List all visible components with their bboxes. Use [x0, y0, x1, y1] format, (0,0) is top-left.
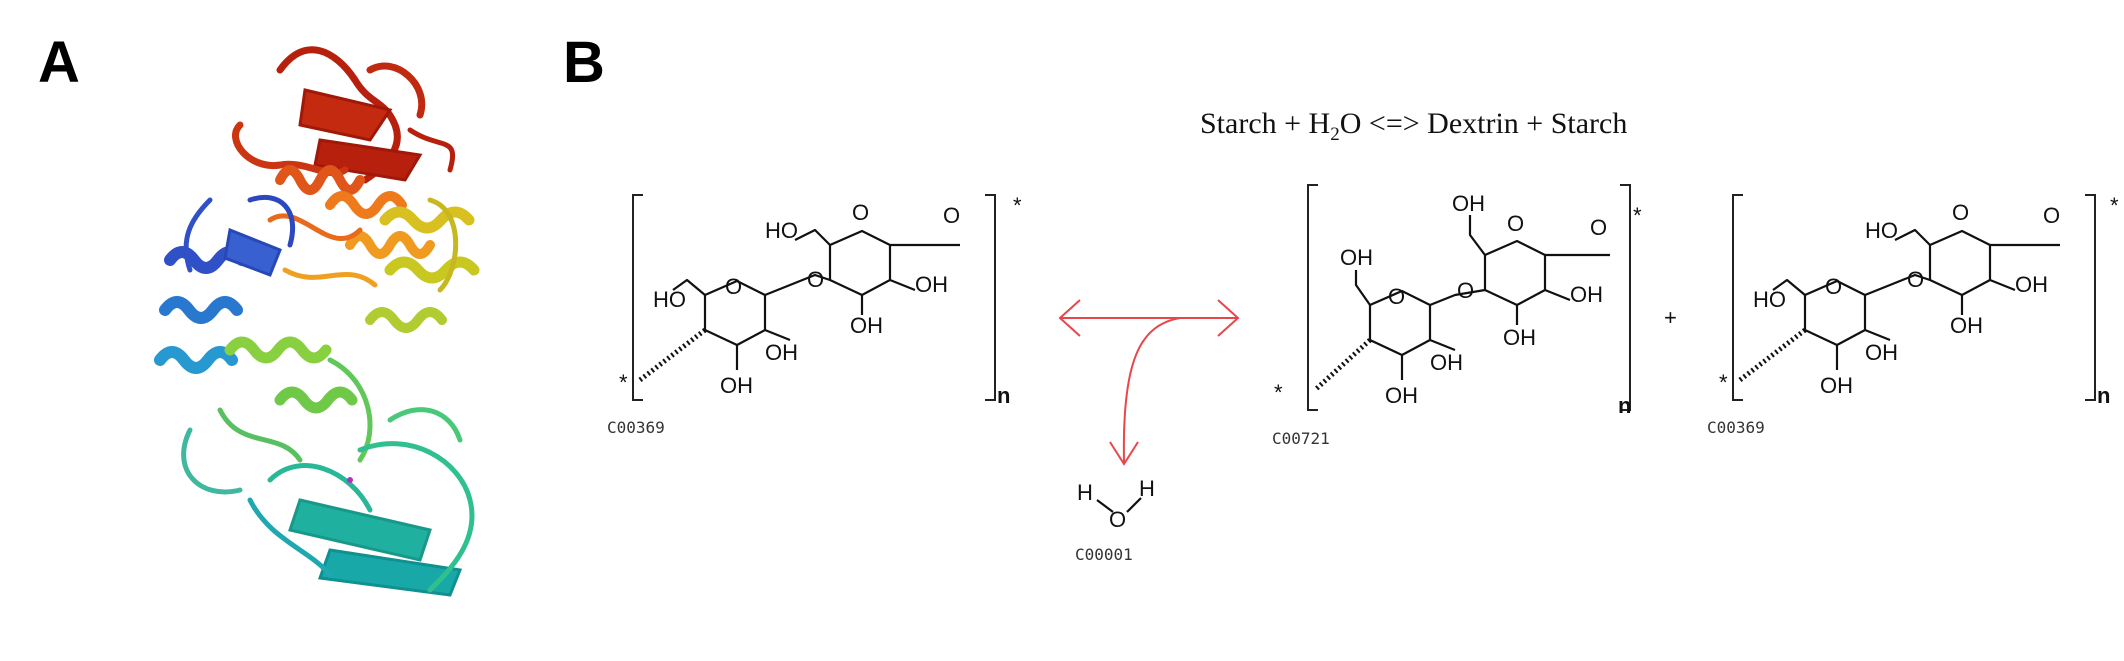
equation-subscript: 2	[1330, 124, 1340, 145]
atom-oh: OH	[1430, 350, 1463, 375]
repeat-n: n	[1618, 393, 1631, 418]
atom-ho: HO	[765, 218, 798, 243]
atom-oh: OH	[915, 272, 948, 297]
panel-a-label: A	[38, 30, 80, 95]
panel-b-label: B	[563, 30, 605, 95]
atom-oh: OH	[1820, 373, 1853, 398]
star-mark: *	[1633, 203, 1642, 228]
atom-o: O	[1590, 215, 1607, 240]
atom-oh: OH	[720, 373, 753, 398]
atom-o: O	[1457, 278, 1474, 303]
atom-oh: OH	[1385, 383, 1418, 408]
compound-id: C00369	[607, 418, 665, 437]
atom-o: O	[1507, 211, 1524, 236]
star-mark: *	[1013, 193, 1022, 218]
star-mark: *	[1719, 370, 1728, 395]
atom-oh: OH	[765, 340, 798, 365]
atom-oh: OH	[1865, 340, 1898, 365]
atom-h: H	[1139, 476, 1155, 501]
protein-blue-helices	[154, 194, 296, 374]
equation-left: Starch + H	[1200, 107, 1331, 140]
equation-right: O <=> Dextrin + Starch	[1339, 107, 1628, 140]
compound-id: C00721	[1272, 429, 1330, 448]
atom-o: O	[852, 200, 869, 225]
repeat-n: n	[997, 383, 1010, 408]
protein-bottom-domain	[247, 407, 475, 597]
protein-ribbon-structure	[154, 46, 480, 597]
protein-top-domain	[232, 46, 456, 184]
compound-id: C00001	[1075, 545, 1133, 564]
atom-o: O	[807, 267, 824, 292]
plus-sign: +	[1664, 305, 1677, 330]
compound-id: C00369	[1707, 418, 1765, 437]
compound-dextrin: OH O OH OH O OH O OH OH O * * n C00721	[1272, 184, 1642, 448]
atom-ho: HO	[1865, 218, 1898, 243]
arrow-head-right	[1217, 299, 1240, 337]
water-branch-arrow	[1122, 317, 1181, 463]
atom-o: O	[943, 203, 960, 228]
atom-o: O	[2043, 203, 2060, 228]
atom-oh: OH	[1503, 325, 1536, 350]
protein-yellow-helices	[365, 197, 480, 333]
star-mark: *	[1274, 380, 1283, 405]
atom-o: O	[1825, 274, 1842, 299]
compound-water: H O H C00001	[1075, 476, 1155, 564]
arrow-head-down	[1109, 441, 1139, 466]
atom-o: O	[1109, 507, 1126, 532]
arrow-head-left	[1058, 299, 1081, 337]
atom-o: O	[1388, 284, 1405, 309]
atom-oh: OH	[1570, 282, 1603, 307]
star-mark: *	[2110, 193, 2119, 218]
atom-ho: HO	[653, 287, 686, 312]
compound-starch-left: HO O OH OH O HO O OH OH O * * n C00369	[607, 193, 1022, 437]
atom-ho: HO	[1753, 287, 1786, 312]
atom-oh: OH	[1950, 313, 1983, 338]
protein-orange-helices	[267, 165, 435, 288]
protein-green-region	[181, 336, 373, 495]
repeat-n: n	[2097, 383, 2110, 408]
atom-h: H	[1077, 480, 1093, 505]
atom-o: O	[1907, 267, 1924, 292]
star-mark: *	[619, 370, 628, 395]
atom-o: O	[1952, 200, 1969, 225]
atom-oh: OH	[1452, 191, 1485, 216]
atom-oh: OH	[1340, 245, 1373, 270]
atom-o: O	[725, 274, 742, 299]
atom-oh: OH	[2015, 272, 2048, 297]
compound-starch-right: HO O OH OH O HO O OH OH O * * n C00369	[1707, 193, 2119, 437]
reaction-arrow	[1058, 299, 1240, 466]
ligand-dot	[347, 477, 353, 483]
reaction-equation: Starch + H2O <=> Dextrin + Starch	[1200, 107, 1627, 146]
atom-oh: OH	[850, 313, 883, 338]
